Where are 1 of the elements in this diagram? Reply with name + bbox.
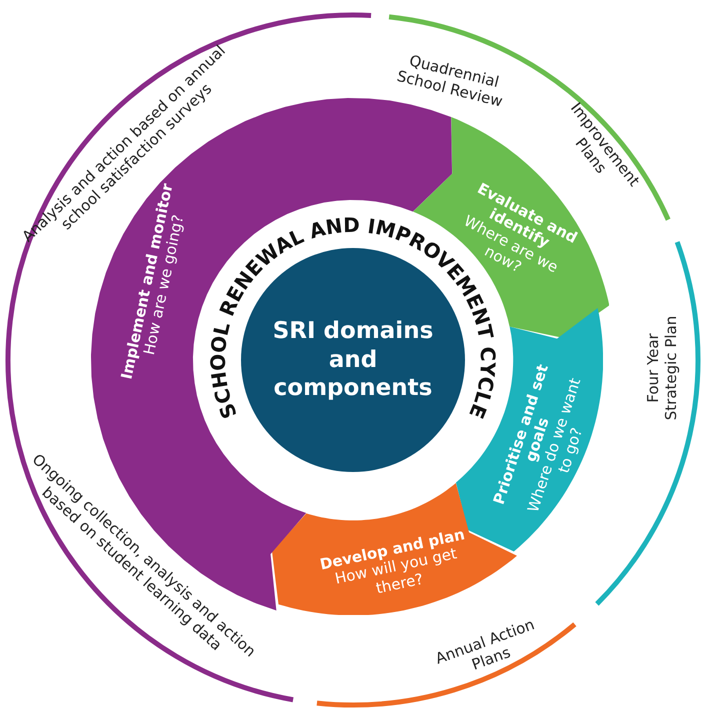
plan-label: Four Year Strategic Plan xyxy=(644,314,680,422)
